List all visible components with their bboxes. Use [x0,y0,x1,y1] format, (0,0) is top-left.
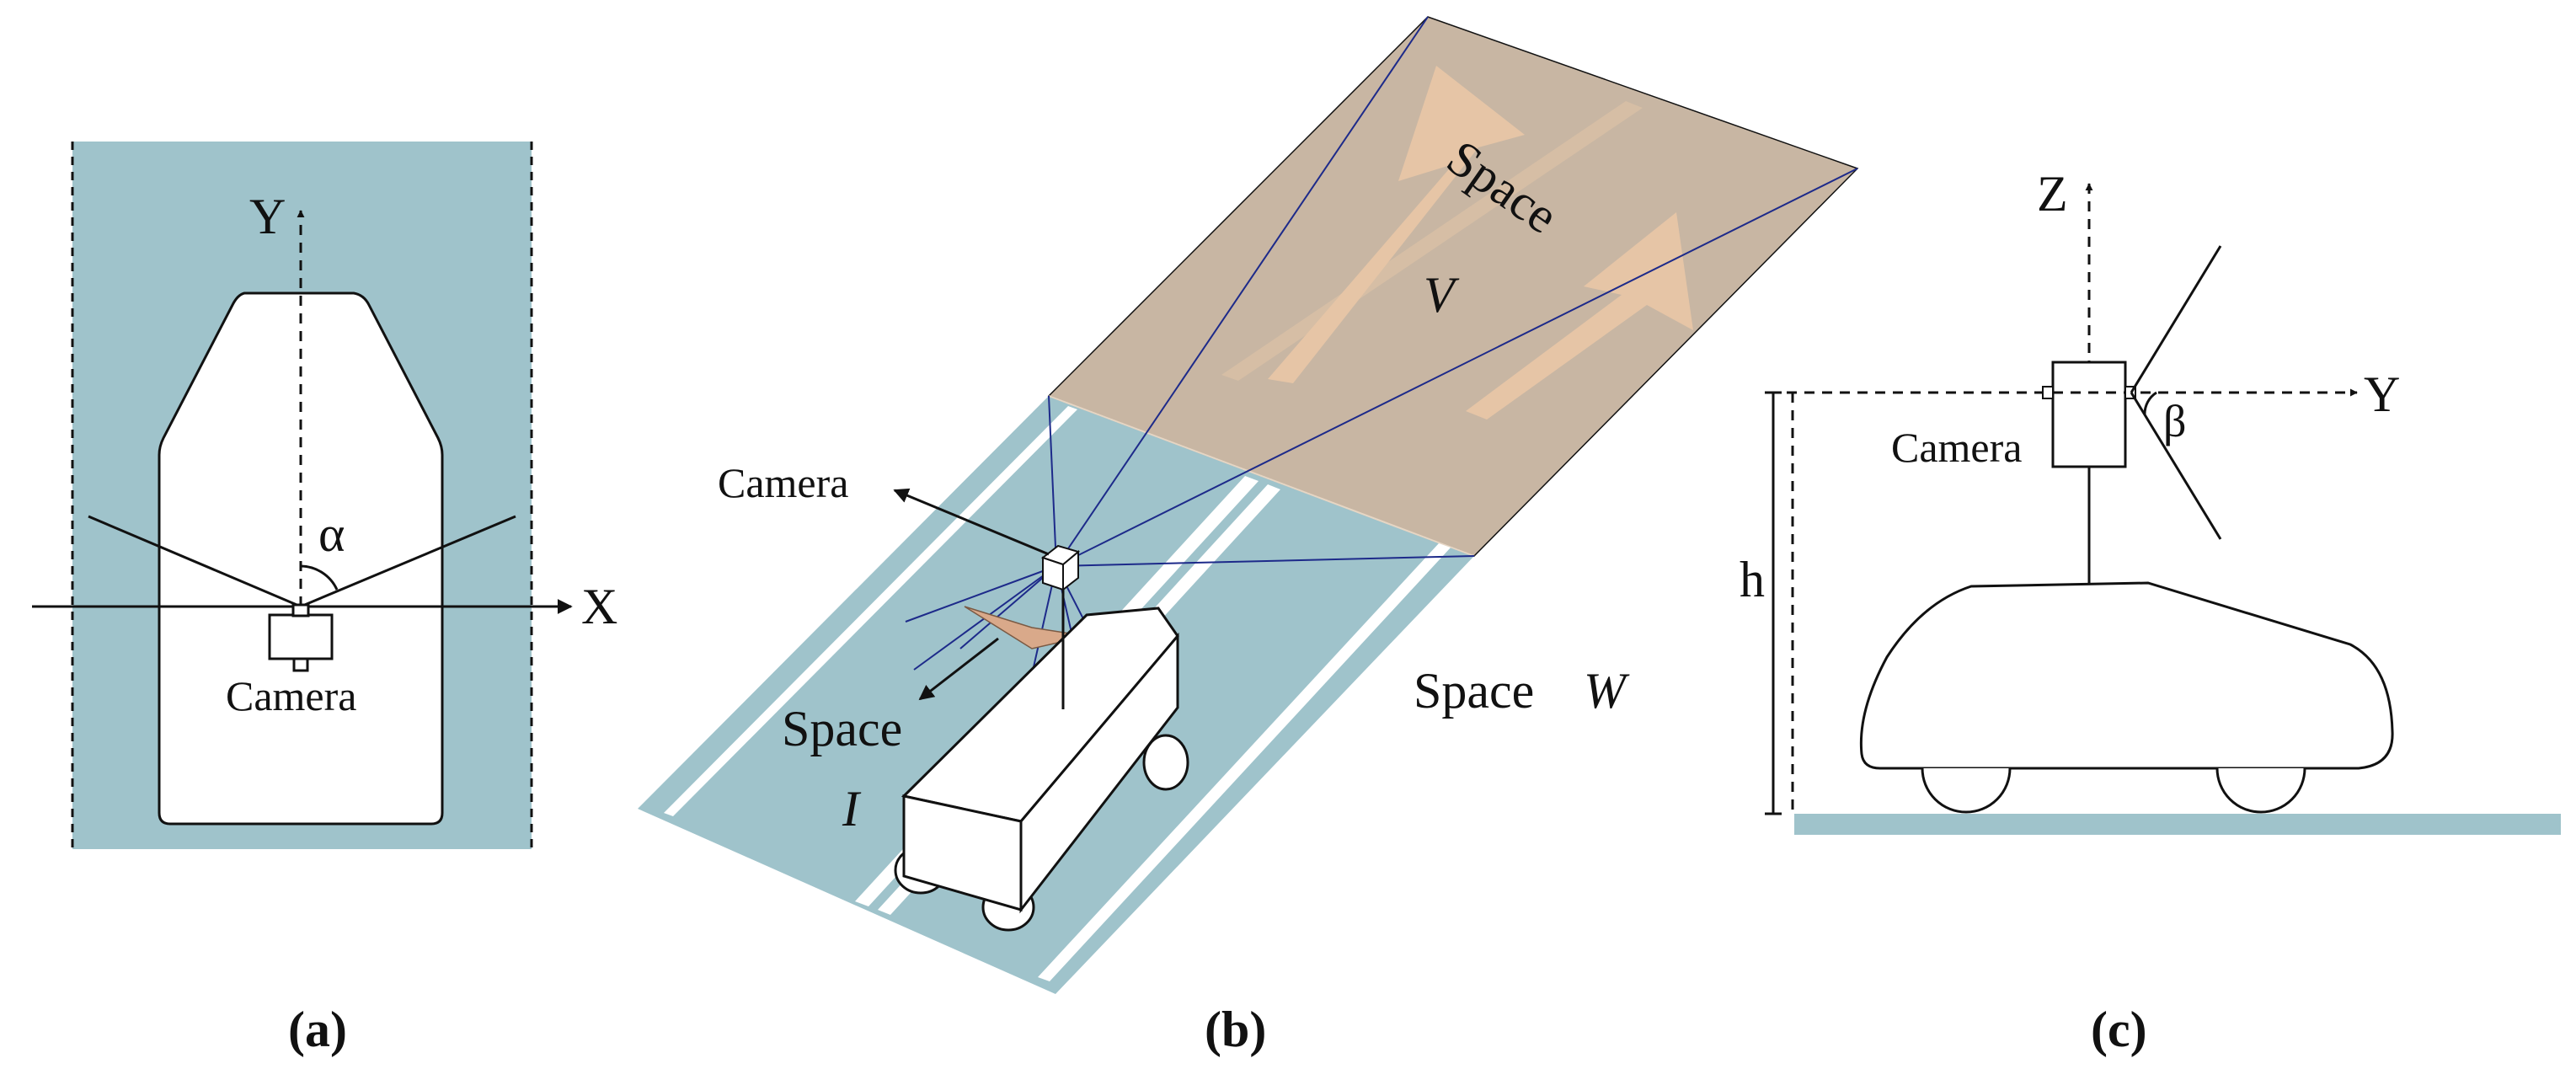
z-axis-label-c: Z [2037,166,2068,222]
caption-c: (c) [2091,1002,2147,1057]
wheel-rear-c [1921,767,2012,814]
road-arrow-2 [1466,212,1693,420]
sight-line-far-left [1056,16,1429,567]
camera-body-a [268,613,334,660]
fov-upper-c [2130,245,2222,393]
sight-line-near-3 [959,565,1057,649]
y-axis-label-c: Y [2364,366,2400,422]
vehicle-side [1019,632,1179,914]
camera-lens-left-c [2042,386,2054,399]
beta-arc [2143,391,2157,415]
sight-line-mid-left [1048,395,1057,567]
x-axis-label-a: X [581,579,617,634]
sight-line-far-right [1056,168,1858,567]
space-boundary [1048,395,1475,557]
lane-mark-1 [664,406,1077,816]
panel-b: Camera Space V Space W Space I (b) [638,16,1859,1057]
camera-mount-a [292,657,309,672]
road-arrow-1 [1268,66,1525,383]
space-i-arrow [918,637,999,701]
panel-a: Y X α Camera (a) [32,142,617,1057]
sight-line-mid-right [1056,555,1475,567]
vehicle-3d [894,607,1189,932]
beta-label: β [2163,396,2186,446]
panel-c: Z Y β Camera h (c) [1740,166,2561,1057]
camera-lens-a [291,603,310,617]
sight-line-near-1 [905,565,1057,623]
camera-label-c: Camera [1891,424,2022,471]
y-axis-label-a: Y [249,189,286,244]
space-i-word: Space [782,701,902,756]
fov-right-a [300,515,516,608]
wheel-back-right [1142,734,1189,791]
caption-b: (b) [1205,1002,1266,1057]
space-w-letter: W [1584,663,1630,719]
car-body-side [1859,581,2394,770]
alpha-label: α [318,506,345,562]
space-v-letter: V [1424,267,1460,323]
camera-body-c [2051,361,2127,468]
camera-pointer-b [893,488,1050,556]
camera-label-b: Camera [718,459,848,506]
camera-label-a: Camera [226,672,356,719]
camera-cube-b [1040,544,1081,592]
cube-top [1040,544,1081,566]
wheel-front-c [2215,767,2306,814]
caption-a: (a) [288,1002,347,1057]
alpha-arc [300,564,339,591]
lane-mark-4 [1038,543,1451,981]
height-label: h [1740,552,1765,607]
fov-lower-c [2130,392,2222,540]
space-w-word: Space [1414,663,1534,719]
ground-c [1794,814,2561,835]
space-i-letter: I [842,781,862,836]
vehicle-top-view [158,291,444,826]
fov-left-a [88,515,302,608]
